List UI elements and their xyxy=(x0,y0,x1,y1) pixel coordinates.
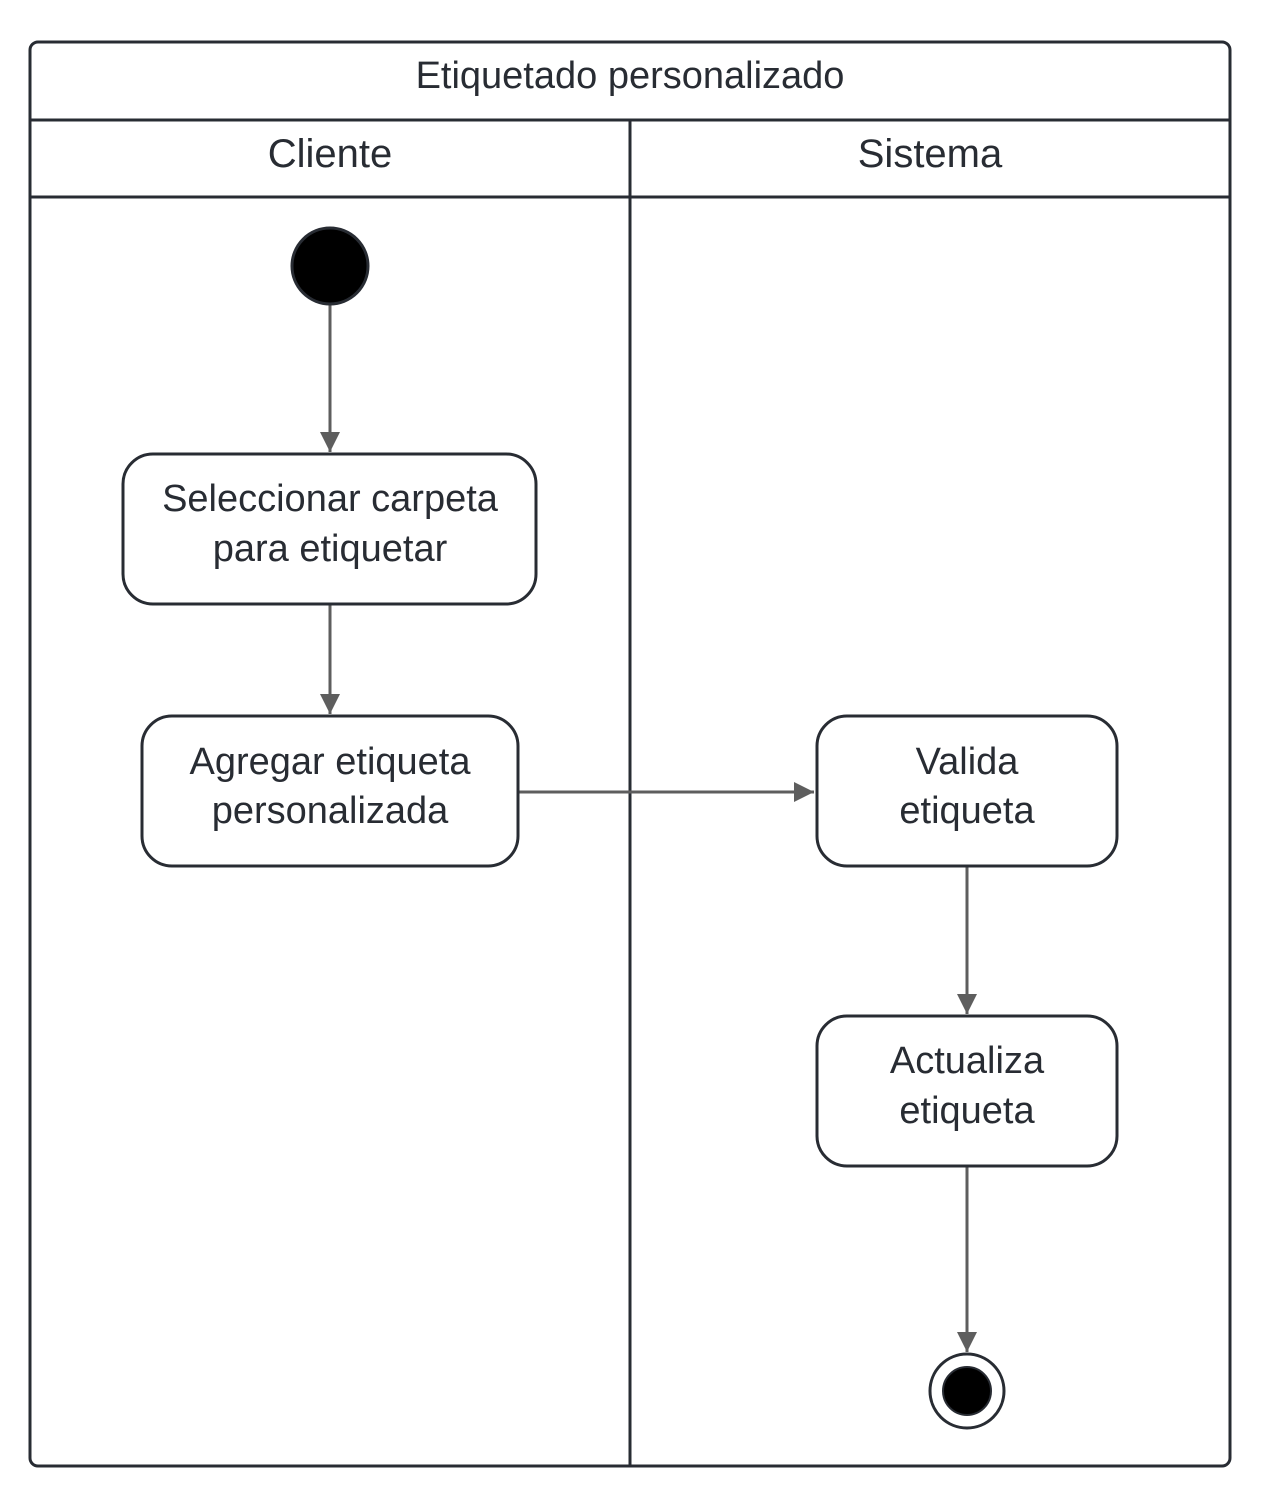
diagram-title: Etiquetado personalizado xyxy=(416,55,845,97)
action-actualiza-etiqueta: Actualiza etiqueta xyxy=(815,1014,1119,1168)
lane-label-sistema: Sistema xyxy=(858,132,1003,176)
action-label-line: para etiquetar xyxy=(213,528,448,570)
action-seleccionar-carpeta: Seleccionar carpeta para etiquetar xyxy=(121,452,538,606)
action-agregar-etiqueta: Agregar etiqueta personalizada xyxy=(140,714,520,868)
action-box xyxy=(140,714,520,868)
action-box xyxy=(815,714,1119,868)
action-label-line: Actualiza xyxy=(890,1040,1045,1082)
action-label-line: Agregar etiqueta xyxy=(190,741,472,783)
action-label-line: etiqueta xyxy=(899,790,1035,832)
action-box xyxy=(815,1014,1119,1168)
action-label-line: Seleccionar carpeta xyxy=(162,478,499,520)
action-box xyxy=(121,452,538,606)
final-node xyxy=(928,1352,1006,1430)
lane-label-cliente: Cliente xyxy=(268,132,393,176)
final-node-dot xyxy=(942,1366,992,1416)
action-label-line: etiqueta xyxy=(899,1090,1035,1132)
action-label-line: personalizada xyxy=(212,790,449,832)
edges xyxy=(320,304,977,1352)
action-label-line: Valida xyxy=(916,741,1020,783)
initial-node xyxy=(290,226,370,306)
action-valida-etiqueta: Valida etiqueta xyxy=(815,714,1119,868)
